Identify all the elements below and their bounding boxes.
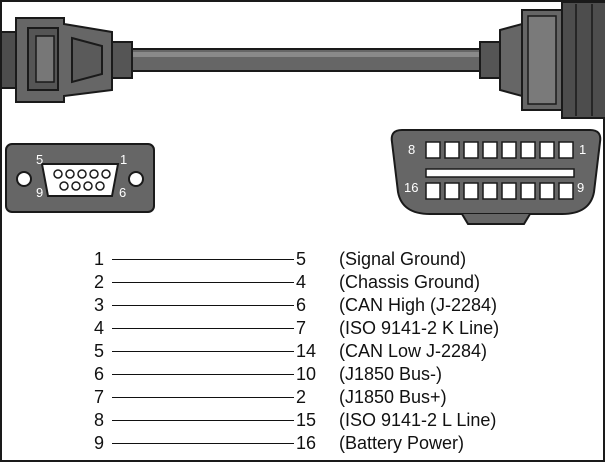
obd2-pin xyxy=(425,182,441,200)
obd-pin-number: 10 xyxy=(296,364,317,384)
obd2-cable-plug xyxy=(479,2,605,119)
obd2-pin xyxy=(558,182,574,200)
db9-pin-number: 6 xyxy=(94,364,105,384)
pinout-row: 3 6 (CAN High (J-2284) xyxy=(94,294,499,317)
signal-name: (J1850 Bus-) xyxy=(339,364,443,384)
db9-pin xyxy=(53,169,63,179)
obd2-center-key xyxy=(425,168,575,178)
pinout-row: 7 2 (J1850 Bus+) xyxy=(94,386,499,409)
db9-pin-number: 9 xyxy=(94,433,105,453)
obd-pin-number: 7 xyxy=(296,318,307,338)
db9-pin-number: 3 xyxy=(94,295,105,315)
db9-pin xyxy=(83,181,93,191)
signal-name: (CAN High (J-2284) xyxy=(339,295,498,315)
obd-pin-number: 16 xyxy=(296,433,317,453)
db9-pin xyxy=(89,169,99,179)
db9-pins xyxy=(53,169,111,191)
db9-pin-number: 2 xyxy=(94,272,105,292)
pinout-row: 9 16 (Battery Power) xyxy=(94,432,499,455)
pinout-row: 8 15 (ISO 9141-2 L Line) xyxy=(94,409,499,432)
signal-name: (ISO 9141-2 K Line) xyxy=(339,318,500,338)
obd2-label-top-right: 1 xyxy=(579,142,586,157)
pinout-row: 5 14 (CAN Low J-2284) xyxy=(94,340,499,363)
signal-name: (J1850 Bus+) xyxy=(339,387,447,407)
db9-label-bottom-left: 9 xyxy=(36,185,43,200)
obd2-pin xyxy=(463,182,479,200)
obd2-pin xyxy=(558,141,574,159)
db9-cable-plug xyxy=(2,17,133,103)
obd2-pin xyxy=(444,141,460,159)
obd-pin-number: 5 xyxy=(296,249,307,269)
obd2-pin xyxy=(425,141,441,159)
db9-label-top-right: 1 xyxy=(120,152,127,167)
db9-pin-number: 8 xyxy=(94,410,105,430)
obd2-pins xyxy=(425,141,574,200)
obd-pin-number: 2 xyxy=(296,387,307,407)
db9-pin xyxy=(71,181,81,191)
pinout-row: 4 7 (ISO 9141-2 K Line) xyxy=(94,317,499,340)
db9-pin xyxy=(77,169,87,179)
signal-name: (Battery Power) xyxy=(339,433,465,453)
obd2-pin xyxy=(444,182,460,200)
obd-pin-number: 6 xyxy=(296,295,307,315)
obd-pin-number: 4 xyxy=(296,272,307,292)
pinout-row: 1 5 (Signal Ground) xyxy=(94,248,499,271)
wire-line xyxy=(112,442,294,445)
cable xyxy=(129,48,483,72)
wire-line xyxy=(112,396,294,399)
signal-name: (CAN Low J-2284) xyxy=(339,341,488,361)
pinout-row: 2 4 (Chassis Ground) xyxy=(94,271,499,294)
wire-line xyxy=(112,350,294,353)
obd2-pin xyxy=(539,141,555,159)
obd2-label-bottom-right: 9 xyxy=(577,180,584,195)
obd2-pin xyxy=(482,182,498,200)
obd2-pin xyxy=(520,182,536,200)
wire-line xyxy=(112,304,294,307)
obd2-pin xyxy=(482,141,498,159)
obd-pin-number: 15 xyxy=(296,410,317,430)
wire-line xyxy=(112,327,294,330)
signal-name: (Chassis Ground) xyxy=(339,272,481,292)
db9-label-bottom-right: 6 xyxy=(119,185,126,200)
wire-line xyxy=(112,258,294,261)
db9-label-top-left: 5 xyxy=(36,152,43,167)
obd2-label-top-left: 8 xyxy=(408,142,415,157)
db9-pin-number: 4 xyxy=(94,318,105,338)
db9-pin xyxy=(65,169,75,179)
wire-line xyxy=(112,419,294,422)
obd2-pin xyxy=(501,182,517,200)
wire-line xyxy=(112,373,294,376)
obd2-pin xyxy=(520,141,536,159)
pinout-row: 6 10 (J1850 Bus-) xyxy=(94,363,499,386)
db9-pin-number: 7 xyxy=(94,387,105,407)
db9-pin-number: 5 xyxy=(94,341,105,361)
obd-pin-number: 14 xyxy=(296,341,317,361)
db9-screw-hole-left xyxy=(16,171,32,187)
obd2-pin xyxy=(539,182,555,200)
db9-shell xyxy=(40,163,120,197)
db9-screw-hole-right xyxy=(128,171,144,187)
db9-pin-number: 1 xyxy=(94,249,105,269)
db9-connector-face: 5 1 9 6 xyxy=(5,143,155,213)
obd2-pin xyxy=(463,141,479,159)
db9-pin xyxy=(95,181,105,191)
signal-name: (Signal Ground) xyxy=(339,249,467,269)
obd2-label-bottom-left: 16 xyxy=(404,180,418,195)
signal-name: (ISO 9141-2 L Line) xyxy=(339,410,497,430)
obd2-connector-face: 8 1 16 9 xyxy=(390,129,602,225)
db9-pin xyxy=(101,169,111,179)
wire-line xyxy=(112,281,294,284)
db9-pin xyxy=(59,181,69,191)
obd2-pin xyxy=(501,141,517,159)
